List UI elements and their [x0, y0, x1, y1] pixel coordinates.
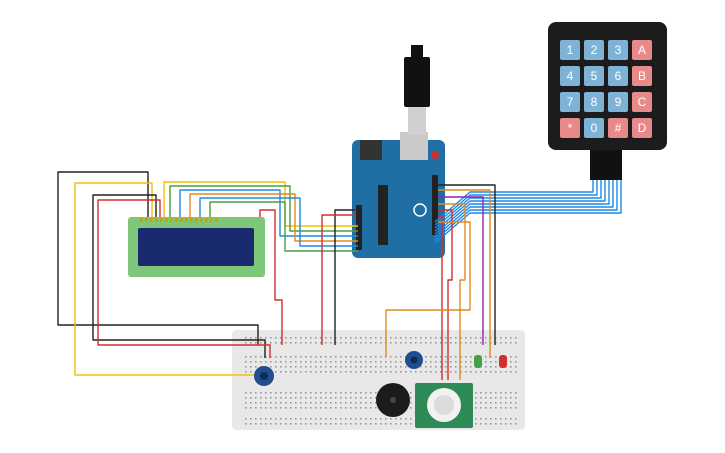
wire — [163, 181, 358, 227]
wires — [57, 171, 622, 380]
wire — [179, 189, 358, 237]
wire — [189, 193, 358, 242]
wire — [438, 184, 496, 345]
breadboard — [232, 330, 525, 430]
keypad-key[interactable]: # — [608, 118, 628, 138]
svg-text:3: 3 — [615, 43, 622, 57]
keypad-keys: 1 2 3 A 4 5 6 B 7 8 9 C * 0 # D — [560, 40, 652, 138]
wire — [97, 199, 271, 358]
lcd-display — [128, 217, 265, 277]
svg-text:0: 0 — [591, 121, 598, 135]
svg-text:D: D — [638, 121, 647, 135]
wire — [199, 197, 358, 247]
keypad: 1 2 3 A 4 5 6 B 7 8 9 C * 0 # D — [548, 22, 667, 180]
svg-text:7: 7 — [567, 95, 574, 109]
usb-cable — [404, 45, 430, 135]
keypad-key[interactable]: 8 — [584, 92, 604, 112]
wire — [438, 203, 466, 380]
wire — [438, 196, 484, 345]
pir-sensor — [415, 383, 473, 428]
keypad-key[interactable]: 5 — [584, 66, 604, 86]
arduino-uno — [352, 132, 445, 258]
usb-port — [400, 132, 428, 160]
keypad-key[interactable]: A — [632, 40, 652, 60]
wire — [321, 214, 355, 345]
led-red — [499, 355, 507, 368]
wire — [169, 185, 358, 232]
keypad-connector — [590, 150, 622, 180]
svg-text:4: 4 — [567, 69, 574, 83]
svg-text:1: 1 — [567, 43, 574, 57]
wire — [385, 221, 471, 356]
power-jack — [360, 140, 382, 160]
wire — [92, 194, 266, 358]
atmega-chip — [378, 185, 388, 245]
led-green — [474, 355, 482, 368]
digital-header — [432, 175, 438, 235]
analog-header — [356, 205, 362, 250]
wire — [438, 209, 453, 380]
piezo-buzzer — [376, 383, 410, 417]
keypad-key[interactable]: 0 — [584, 118, 604, 138]
wire — [259, 209, 283, 345]
keypad-key[interactable]: 9 — [608, 92, 628, 112]
wire — [438, 189, 491, 358]
keypad-key[interactable]: 4 — [560, 66, 580, 86]
svg-text:9: 9 — [615, 95, 622, 109]
keypad-key[interactable]: 7 — [560, 92, 580, 112]
wire — [209, 201, 358, 252]
arduino-logo-icon — [413, 203, 427, 217]
keypad-key[interactable]: 3 — [608, 40, 628, 60]
keypad-key[interactable]: 6 — [608, 66, 628, 86]
svg-text:2: 2 — [591, 43, 598, 57]
wire — [334, 209, 355, 345]
potentiometer-right[interactable] — [405, 351, 423, 369]
svg-text:#: # — [615, 121, 622, 135]
svg-text:*: * — [568, 121, 573, 135]
keypad-key[interactable]: * — [560, 118, 580, 138]
lcd-header-pins — [140, 218, 218, 222]
svg-text:5: 5 — [591, 69, 598, 83]
svg-text:A: A — [638, 43, 646, 57]
wire — [434, 180, 594, 223]
wire — [438, 215, 443, 380]
svg-text:C: C — [638, 95, 647, 109]
svg-text:6: 6 — [615, 69, 622, 83]
keypad-key[interactable]: 1 — [560, 40, 580, 60]
keypad-key[interactable]: D — [632, 118, 652, 138]
wire — [57, 171, 259, 345]
keypad-key[interactable]: B — [632, 66, 652, 86]
wire — [74, 182, 255, 376]
keypad-key[interactable]: C — [632, 92, 652, 112]
svg-text:B: B — [638, 69, 646, 83]
potentiometer-left[interactable] — [254, 366, 274, 386]
keypad-key[interactable]: 2 — [584, 40, 604, 60]
reset-button[interactable] — [431, 151, 439, 159]
svg-text:8: 8 — [591, 95, 598, 109]
